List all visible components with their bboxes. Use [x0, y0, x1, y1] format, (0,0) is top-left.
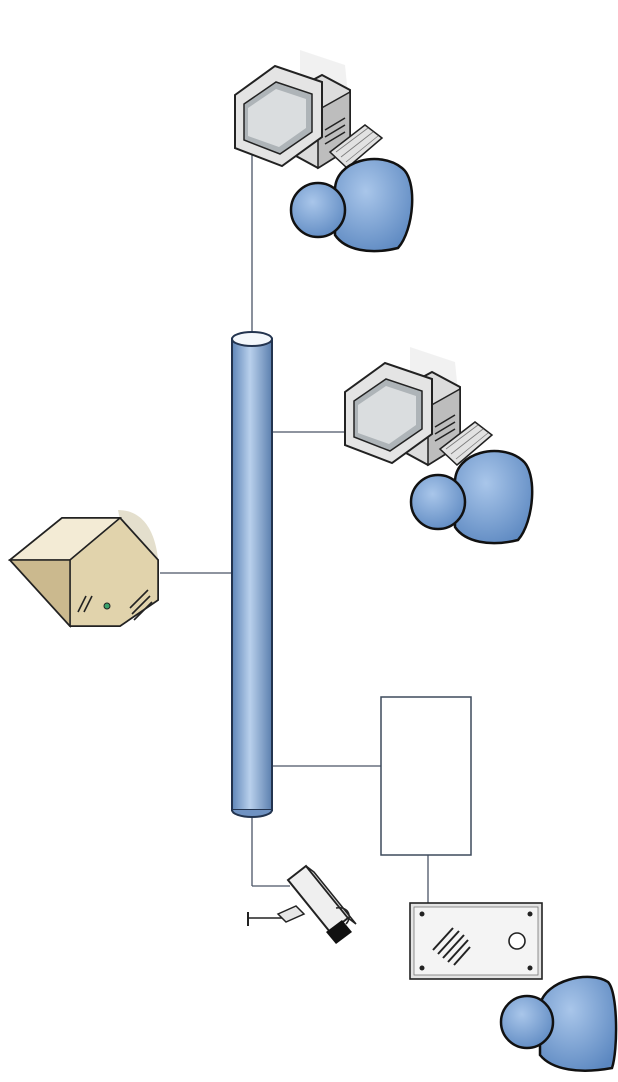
workstation-icon [234, 50, 384, 170]
connection-lines [160, 148, 429, 903]
network-backbone-icon [231, 331, 273, 818]
user-icon [289, 157, 414, 253]
user-icon [499, 975, 618, 1072]
user-icon [409, 449, 534, 545]
controller-box-icon [380, 696, 472, 856]
workstation-icon [344, 347, 494, 467]
server-icon [7, 510, 159, 628]
intercom-panel-icon [409, 902, 543, 980]
security-camera-icon [247, 864, 357, 944]
